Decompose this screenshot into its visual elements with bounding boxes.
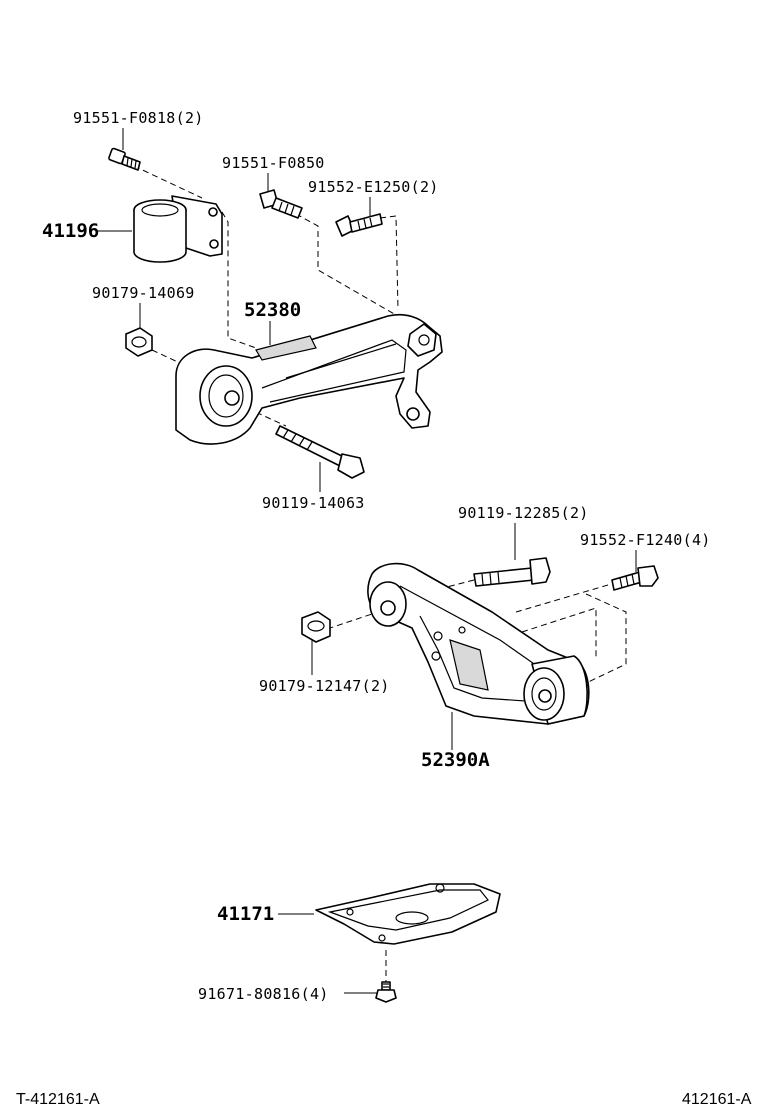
callout-90179-12147: 90179-12147(2) [259,677,390,695]
nut-90179-14069 [125,327,153,357]
bolt-91552-f1240 [611,565,659,591]
callout-90179-14069: 90179-14069 [92,284,195,302]
nut-90179-12147 [301,611,331,643]
bolt-91552-e1250 [335,213,383,237]
footer-right-code: 412161-A [682,1091,752,1108]
callout-41171: 41171 [217,903,274,925]
callout-90119-12285: 90119-12285(2) [458,504,589,522]
callout-41196: 41196 [42,220,99,242]
callout-91551-f0818: 91551-F0818(2) [73,109,204,127]
bolt-90119-12285 [473,557,551,587]
leader-lines [98,128,637,994]
mount-52390a [367,562,590,725]
bolt-91551-f0850 [259,189,303,219]
bracket-52380 [175,313,443,445]
callout-91552-f1240: 91552-F1240(4) [580,531,711,549]
callout-91671-80816: 91671-80816(4) [198,985,329,1003]
bolt-90119-14063 [275,425,365,479]
bolt-91671-80816 [375,981,397,1003]
assembly-lines [133,165,627,982]
footer-left-code: T-412161-A [16,1091,100,1108]
callout-52380: 52380 [244,299,301,321]
callout-52390a: 52390A [421,749,490,771]
bolt-91551-f0818 [108,147,141,171]
callout-91552-e1250: 91552-E1250(2) [308,178,439,196]
callout-90119-14063: 90119-14063 [262,494,365,512]
callout-91551-f0850: 91551-F0850 [222,154,325,172]
damper-41196 [133,195,223,263]
insulator-41171 [315,883,501,945]
